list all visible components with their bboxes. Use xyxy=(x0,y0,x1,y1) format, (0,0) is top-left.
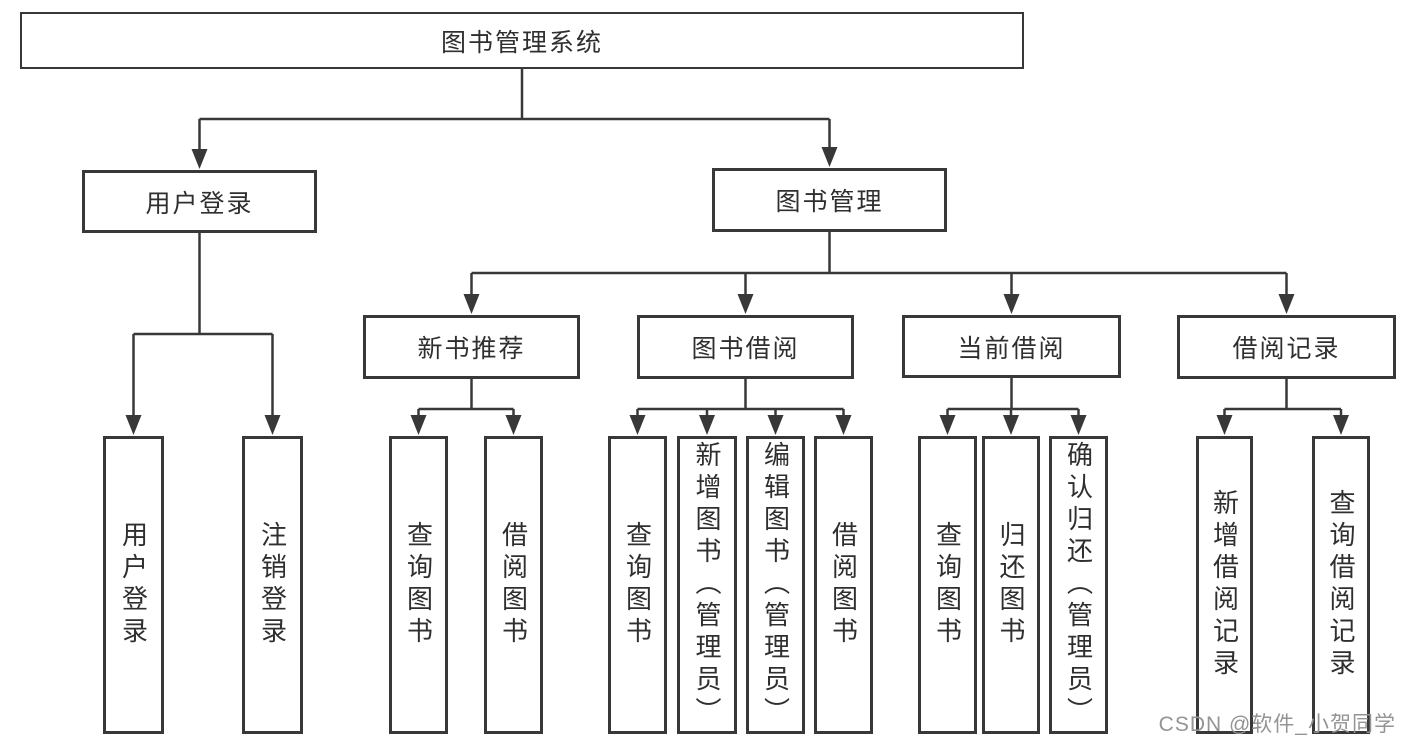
leaf-user-login-label: 用户登录 xyxy=(118,521,149,649)
watermark: CSDN @软件_小贺同学 xyxy=(1158,713,1396,736)
leaf-confirm-return-admin-label: 确认归还（管理员） xyxy=(1063,441,1094,729)
leaf-query-book-current-label: 查询图书 xyxy=(932,521,963,649)
node-borrowing-records-label: 借阅记录 xyxy=(1232,335,1341,363)
node-current-borrowing-label: 当前借阅 xyxy=(957,334,1066,363)
leaf-confirm-return-admin: 确认归还（管理员） xyxy=(1049,436,1108,734)
leaf-add-borrow-record: 新增借阅记录 xyxy=(1196,436,1253,734)
leaf-query-book-recommend: 查询图书 xyxy=(389,436,448,734)
node-book-management: 图书管理 xyxy=(712,168,947,232)
node-new-book-recommend-label: 新书推荐 xyxy=(417,335,526,363)
node-library-system-label: 图书管理系统 xyxy=(440,28,603,57)
node-book-borrowing: 图书借阅 xyxy=(637,315,854,379)
leaf-query-borrow-record: 查询借阅记录 xyxy=(1312,436,1370,734)
leaf-edit-book-admin-label: 编辑图书（管理员） xyxy=(760,441,791,729)
leaf-add-book-admin: 新增图书（管理员） xyxy=(677,436,737,734)
leaf-borrow-book-label: 借阅图书 xyxy=(828,521,859,649)
node-book-management-label: 图书管理 xyxy=(775,188,884,216)
node-book-borrowing-label: 图书借阅 xyxy=(691,335,800,363)
leaf-borrow-book-recommend-label: 借阅图书 xyxy=(498,521,529,649)
leaf-return-book: 归还图书 xyxy=(982,436,1040,734)
leaf-borrow-book-recommend: 借阅图书 xyxy=(484,436,543,734)
leaf-query-book-borrowing: 查询图书 xyxy=(608,436,667,734)
node-user-login: 用户登录 xyxy=(82,170,317,233)
node-library-system: 图书管理系统 xyxy=(20,12,1024,69)
leaf-query-book-current: 查询图书 xyxy=(918,436,977,734)
leaf-borrow-book: 借阅图书 xyxy=(814,436,873,734)
leaf-user-login: 用户登录 xyxy=(103,436,164,734)
leaf-add-book-admin-label: 新增图书（管理员） xyxy=(692,441,722,729)
node-borrowing-records: 借阅记录 xyxy=(1177,315,1396,379)
leaf-add-borrow-record-label: 新增借阅记录 xyxy=(1209,489,1240,681)
node-current-borrowing: 当前借阅 xyxy=(902,315,1121,378)
leaf-logout-label: 注销登录 xyxy=(257,521,288,649)
leaf-query-borrow-record-label: 查询借阅记录 xyxy=(1326,489,1356,681)
leaf-query-book-borrowing-label: 查询图书 xyxy=(622,521,653,649)
leaf-edit-book-admin: 编辑图书（管理员） xyxy=(746,436,805,734)
leaf-return-book-label: 归还图书 xyxy=(996,521,1026,649)
leaf-query-book-recommend-label: 查询图书 xyxy=(403,521,434,649)
leaf-logout: 注销登录 xyxy=(242,436,303,734)
node-new-book-recommend: 新书推荐 xyxy=(363,315,580,379)
node-user-login-label: 用户登录 xyxy=(145,189,254,218)
